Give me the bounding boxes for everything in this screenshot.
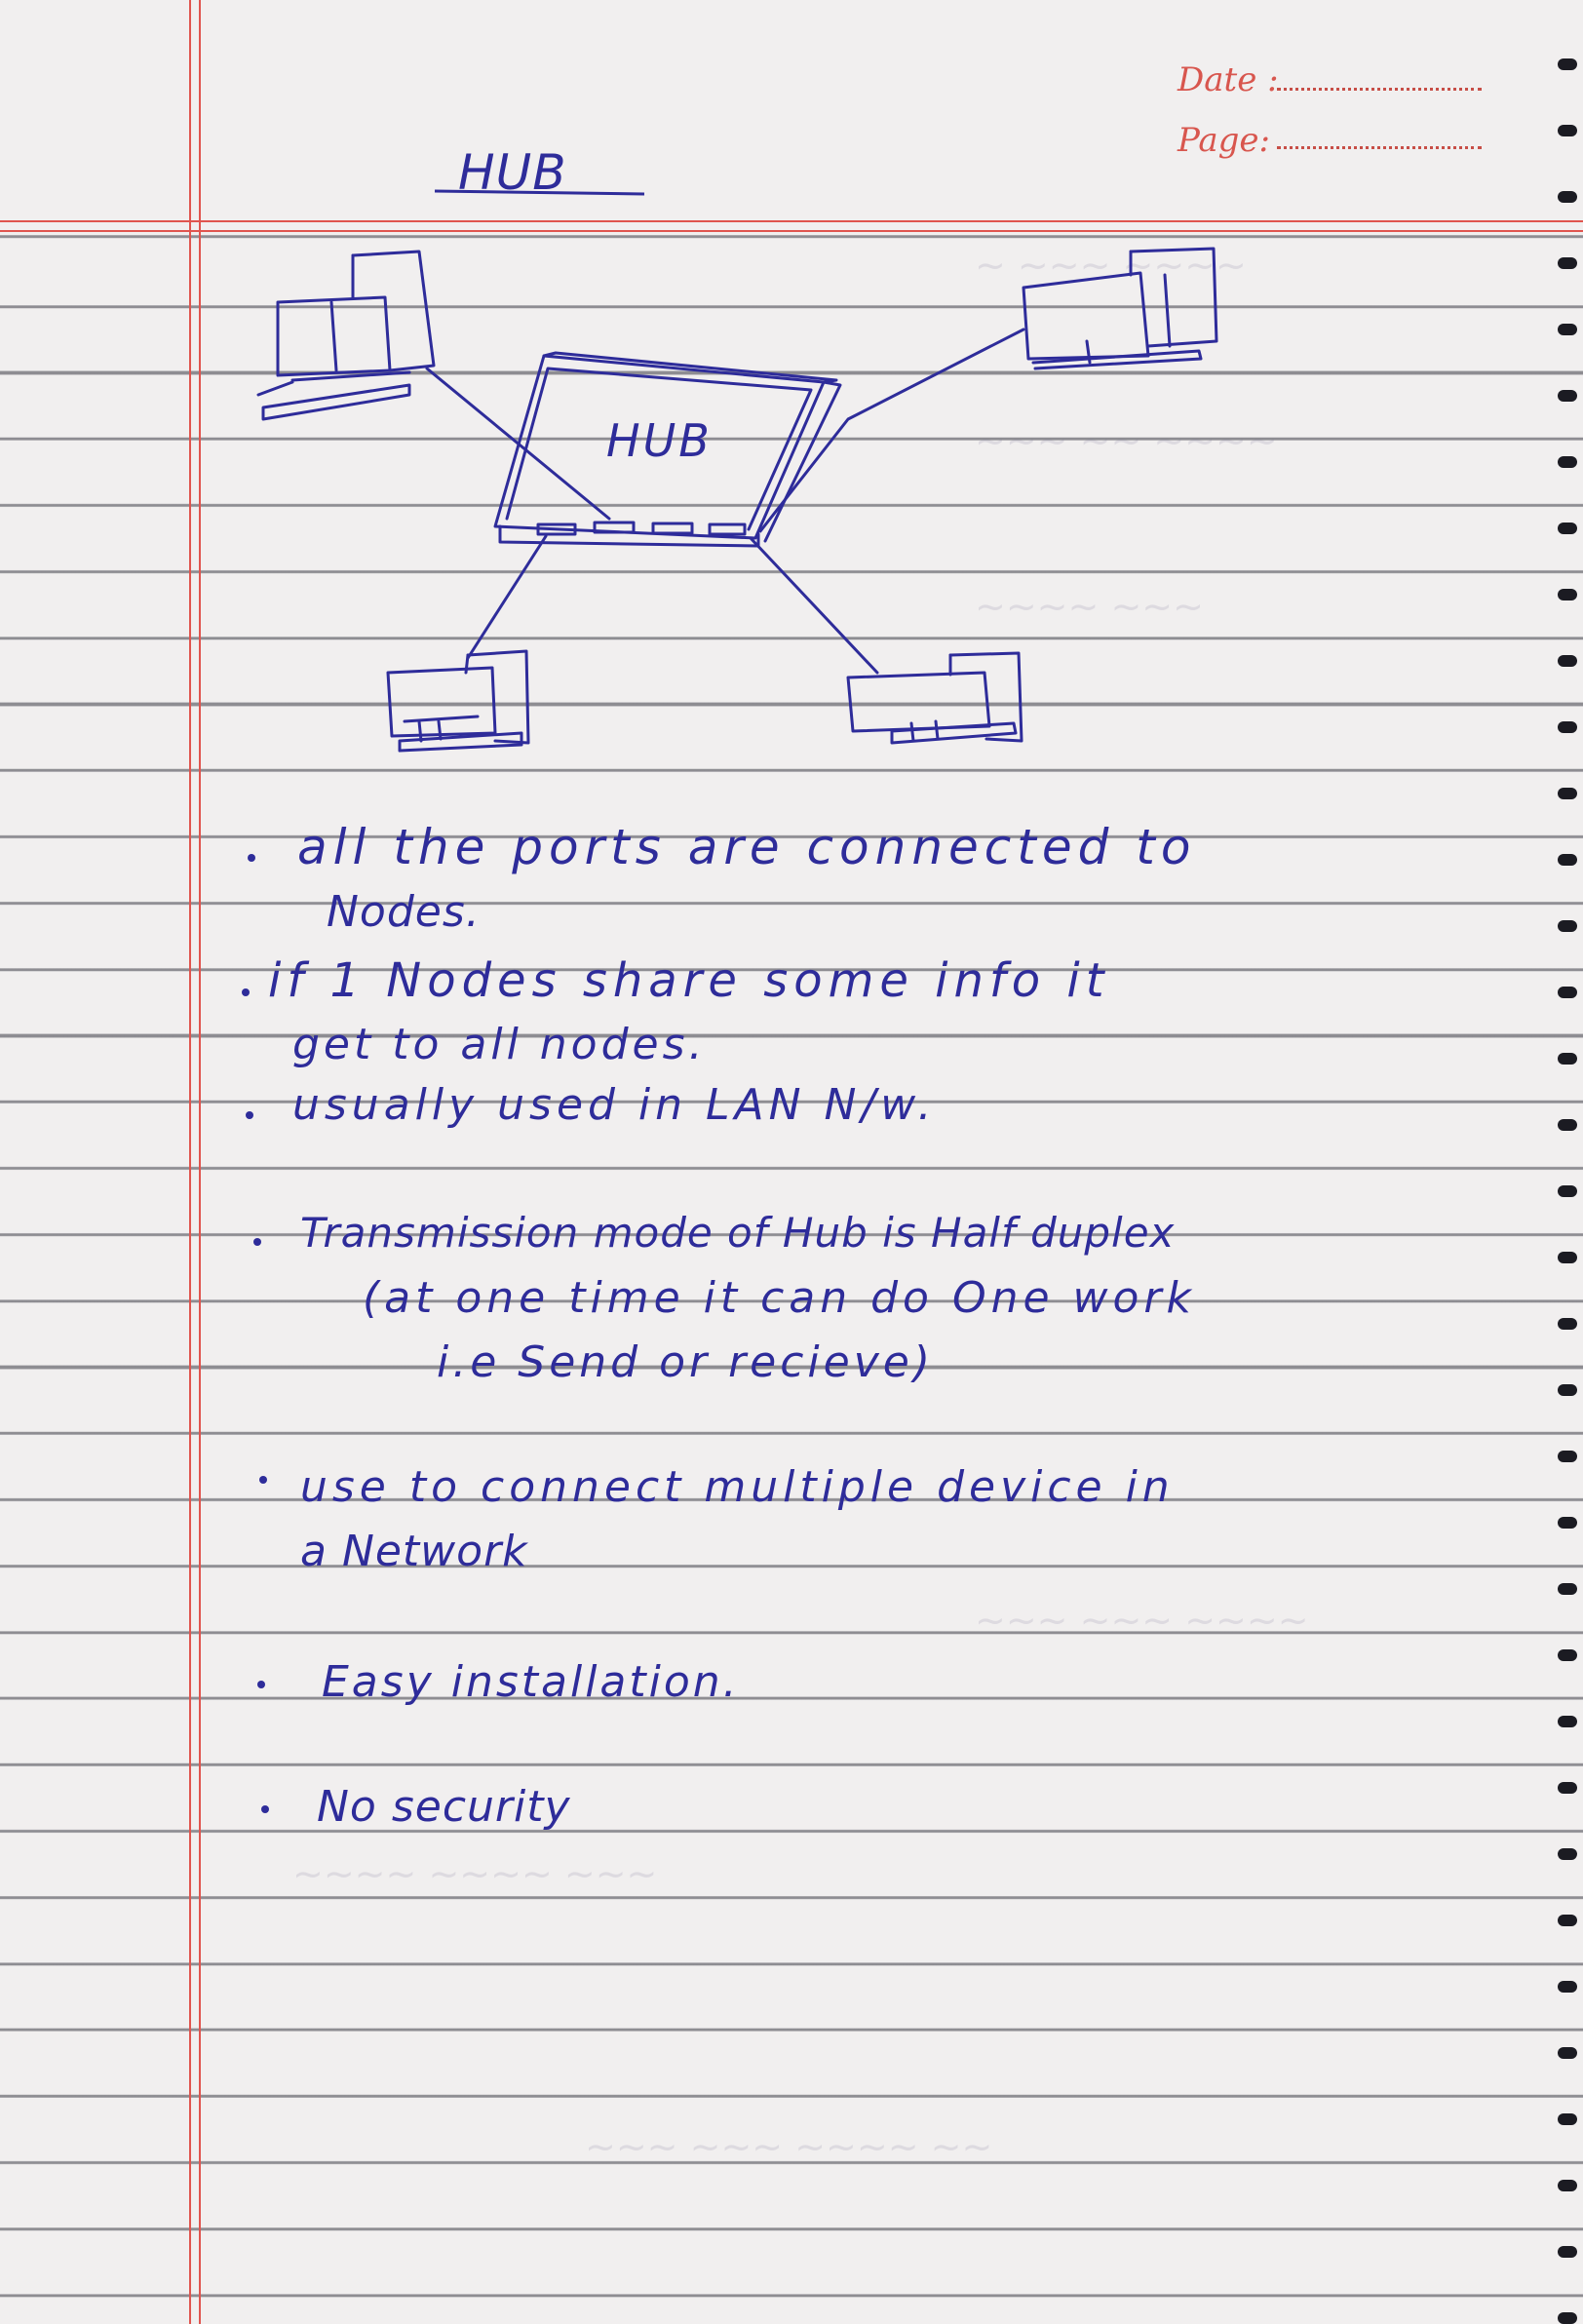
spiral-hole xyxy=(1558,2180,1577,2191)
header-rule xyxy=(0,220,1583,222)
spiral-hole xyxy=(1558,1318,1577,1330)
spiral-hole xyxy=(1558,1252,1577,1263)
spiral-hole xyxy=(1558,854,1577,866)
hub-label: HUB xyxy=(606,414,713,467)
spiral-hole xyxy=(1558,1185,1577,1197)
note-line: Transmission mode of Hub is Half duplex xyxy=(300,1209,1176,1257)
spiral-hole xyxy=(1558,1451,1577,1462)
spiral-hole xyxy=(1558,788,1577,799)
note-line: a Network xyxy=(300,1527,528,1576)
spiral-hole xyxy=(1558,390,1577,402)
page-label: Page: xyxy=(1178,121,1270,160)
bullet xyxy=(261,1805,269,1813)
spiral-hole xyxy=(1558,589,1577,600)
spiral-hole xyxy=(1558,1649,1577,1661)
note-line: Nodes. xyxy=(327,887,481,937)
note-line: (at one time it can do One work xyxy=(363,1273,1197,1323)
spiral-hole xyxy=(1558,1119,1577,1131)
left-margin-line-inner xyxy=(199,0,201,2324)
bullet xyxy=(257,1681,265,1688)
spiral-hole xyxy=(1558,1053,1577,1065)
note-line: if 1 Nodes share some info it xyxy=(268,953,1110,1008)
bleed-through-text: ~~~~ ~~~ xyxy=(975,585,1204,628)
bullet xyxy=(248,854,255,862)
spiral-hole xyxy=(1558,2113,1577,2125)
bullet xyxy=(259,1476,267,1484)
spiral-hole xyxy=(1558,987,1577,998)
spiral-hole xyxy=(1558,1517,1577,1529)
header-rule-lower xyxy=(0,230,1583,232)
bleed-through-text: ~ ~~~ ~~~~ xyxy=(975,244,1247,287)
spiral-hole xyxy=(1558,2047,1577,2059)
spiral-hole xyxy=(1558,1848,1577,1860)
computer-top-left-icon xyxy=(256,250,436,421)
note-line: all the ports are connected to xyxy=(297,819,1197,875)
cable-bottom-left xyxy=(466,534,548,660)
note-line: usually used in LAN N/w. xyxy=(292,1080,937,1130)
spiral-hole xyxy=(1558,1981,1577,1993)
note-line: use to connect multiple device in xyxy=(300,1462,1175,1512)
bullet xyxy=(246,1111,253,1119)
spiral-hole xyxy=(1558,1583,1577,1595)
note-line: get to all nodes. xyxy=(292,1020,707,1069)
bleed-through-text: ~~~ ~~~ ~~~~ ~~ xyxy=(585,2125,993,2168)
spiral-hole xyxy=(1558,721,1577,733)
spiral-hole xyxy=(1558,523,1577,534)
note-line: i.e Send or recieve) xyxy=(437,1337,934,1387)
computer-bottom-right-icon xyxy=(846,651,1023,745)
spiral-hole xyxy=(1558,456,1577,468)
computer-top-right-icon xyxy=(1022,247,1218,370)
page-header-area xyxy=(0,0,1583,219)
date-dotted-line xyxy=(1277,88,1482,91)
spiral-hole xyxy=(1558,1782,1577,1794)
bleed-through-text: ~~~ ~~~ ~~~~ xyxy=(975,1599,1309,1642)
spiral-hole xyxy=(1558,1915,1577,1926)
spiral-hole xyxy=(1558,58,1577,70)
spiral-hole xyxy=(1558,125,1577,136)
spiral-hole xyxy=(1558,655,1577,667)
spiral-hole xyxy=(1558,1384,1577,1396)
spiral-hole xyxy=(1558,2246,1577,2258)
cable-top-left xyxy=(425,367,611,521)
bleed-through-text: ~~~~ ~~~~ ~~~ xyxy=(292,1852,658,1895)
bullet xyxy=(242,988,250,996)
spiral-hole xyxy=(1558,324,1577,335)
bullet xyxy=(253,1238,261,1246)
date-label: Date : xyxy=(1178,60,1279,99)
left-margin-line xyxy=(189,0,191,2324)
spiral-hole xyxy=(1558,1716,1577,1727)
page-dotted-line xyxy=(1277,146,1482,149)
computer-bottom-left-icon xyxy=(386,649,530,753)
cable-top-right xyxy=(758,328,1025,533)
spiral-hole xyxy=(1558,257,1577,269)
hub-network-diagram: HUB xyxy=(256,247,1218,753)
spiral-hole xyxy=(1558,920,1577,932)
note-line: Easy installation. xyxy=(322,1657,740,1707)
cable-bottom-right xyxy=(749,536,879,675)
spiral-hole xyxy=(1558,2312,1577,2324)
hub-device-icon xyxy=(493,351,842,548)
note-line: No security xyxy=(317,1782,571,1832)
spiral-hole xyxy=(1558,191,1577,203)
bleed-through-text: ~~~ ~~ ~~~~ xyxy=(975,419,1278,462)
